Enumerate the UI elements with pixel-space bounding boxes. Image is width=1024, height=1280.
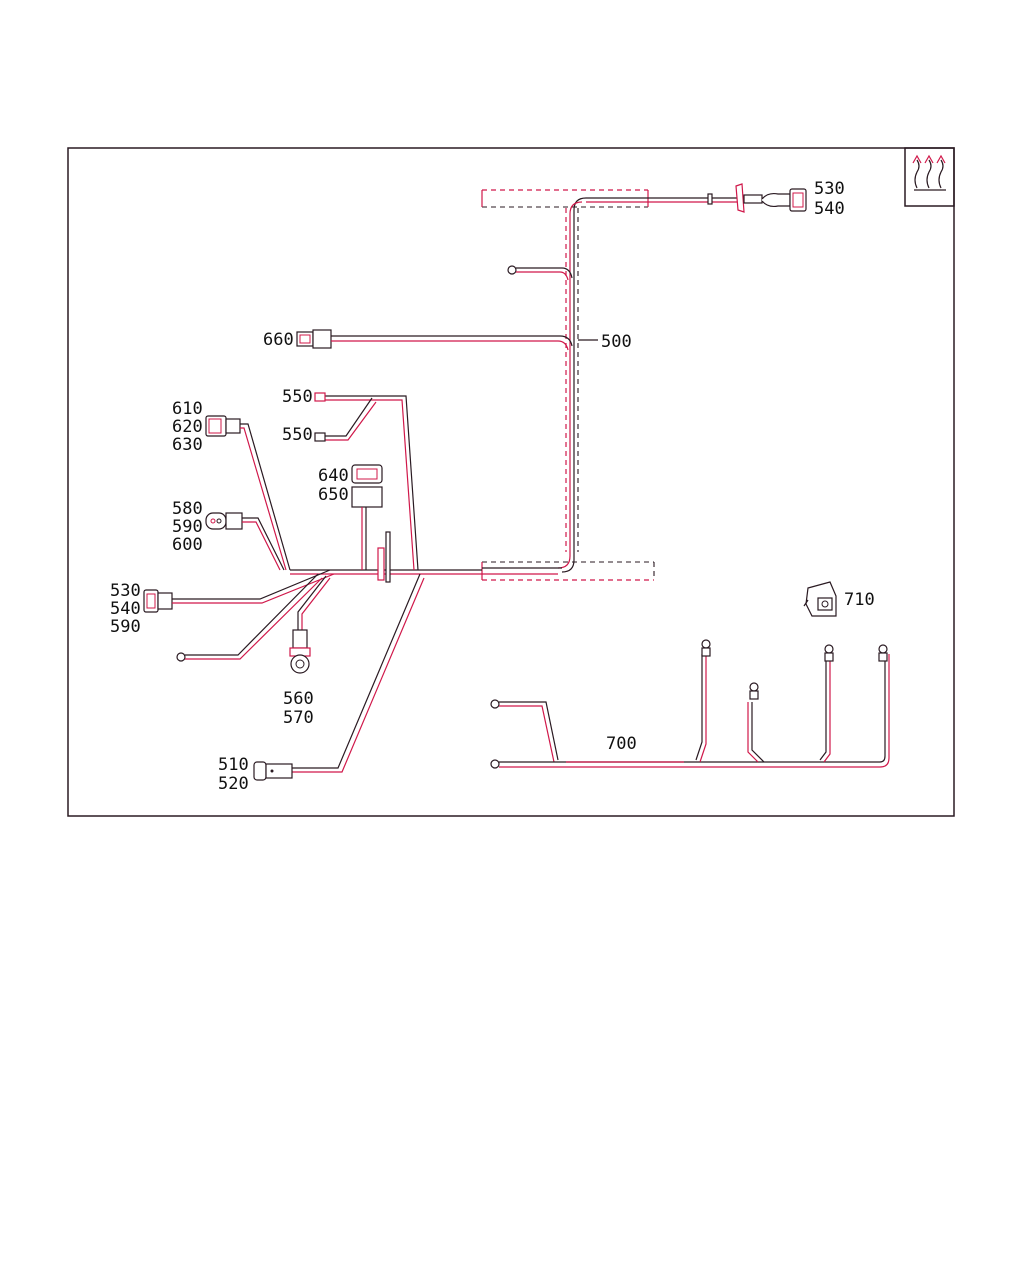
branch-ring-terminal-upper bbox=[507, 265, 573, 281]
branch-ring-terminal-lower bbox=[176, 573, 323, 662]
callout-580: 580 bbox=[172, 499, 203, 519]
branch-to-connector-660 bbox=[296, 329, 598, 351]
callout-510: 510 bbox=[218, 755, 249, 775]
branch-to-connector-510-520 bbox=[253, 573, 425, 781]
callout-640: 640 bbox=[318, 466, 349, 486]
callout-590-left: 590 bbox=[110, 617, 141, 637]
branch-to-connector-530-540 bbox=[648, 183, 807, 213]
callout-540-left: 540 bbox=[110, 599, 141, 619]
callout-550-a: 550 bbox=[282, 387, 313, 407]
callout-500: 500 bbox=[601, 332, 632, 352]
callout-660: 660 bbox=[263, 330, 294, 350]
callout-530-top: 530 bbox=[814, 179, 845, 199]
branch-to-connector-640-650 bbox=[351, 464, 383, 570]
callout-540-top: 540 bbox=[814, 199, 845, 219]
callout-620: 620 bbox=[172, 417, 203, 437]
callout-590: 590 bbox=[172, 517, 203, 537]
callout-520: 520 bbox=[218, 774, 249, 794]
harness-700 bbox=[490, 639, 890, 769]
heat-warning-icon bbox=[904, 147, 955, 207]
branch-to-connector-610-620-630 bbox=[205, 415, 291, 571]
callout-610: 610 bbox=[172, 399, 203, 419]
diagram-frame bbox=[67, 147, 955, 817]
callout-560: 560 bbox=[283, 689, 314, 709]
callout-530-left: 530 bbox=[110, 581, 141, 601]
callout-600: 600 bbox=[172, 535, 203, 555]
callout-710: 710 bbox=[844, 590, 875, 610]
branch-to-connector-530-540-590 bbox=[143, 569, 335, 613]
branch-to-connector-580-590-600 bbox=[205, 512, 285, 571]
callout-570: 570 bbox=[283, 708, 314, 728]
branch-to-connector-560-570 bbox=[289, 575, 331, 674]
callout-630: 630 bbox=[172, 435, 203, 455]
harness-500-trunk bbox=[481, 189, 655, 581]
branch-to-connectors-550 bbox=[314, 392, 419, 571]
callout-650: 650 bbox=[318, 485, 349, 505]
callout-700: 700 bbox=[606, 734, 637, 754]
callout-550-b: 550 bbox=[282, 425, 313, 445]
harness-left-spine bbox=[290, 531, 562, 583]
relay-holder-710 bbox=[803, 581, 837, 617]
